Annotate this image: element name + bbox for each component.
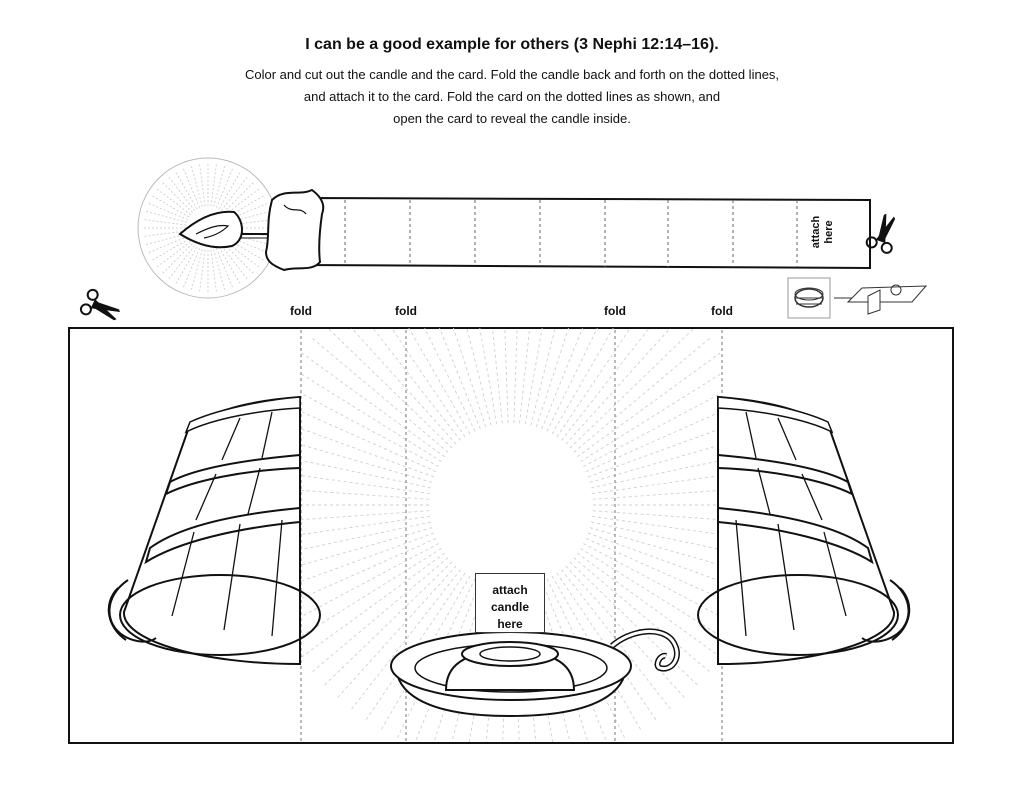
scissors-icon	[79, 288, 121, 321]
instruction-line: Color and cut out the candle and the car…	[244, 67, 780, 82]
flame-icon	[178, 210, 243, 249]
light-ray	[221, 245, 248, 280]
fold-label: fold	[290, 304, 312, 318]
light-ray	[351, 328, 457, 445]
light-ray	[199, 164, 206, 207]
card-outline	[68, 327, 954, 744]
light-ray	[168, 176, 195, 211]
light-ray	[479, 328, 498, 425]
light-ray	[210, 249, 217, 292]
light-ray	[144, 219, 187, 226]
light-ray	[561, 328, 650, 441]
light-ray	[519, 328, 531, 424]
light-ray	[577, 352, 720, 458]
light-ray	[152, 195, 190, 218]
light-ray	[168, 245, 195, 280]
light-ray	[524, 328, 543, 425]
light-ray	[530, 328, 556, 426]
light-ray	[216, 248, 233, 288]
light-ray	[223, 182, 254, 213]
light-ray	[156, 241, 191, 268]
light-ray	[223, 243, 254, 274]
light-ray	[152, 238, 190, 261]
light-ray	[513, 328, 518, 424]
flame-glow	[137, 157, 279, 299]
candle-holder	[390, 628, 680, 718]
light-ray	[162, 182, 193, 213]
light-ray	[183, 248, 200, 288]
light-ray	[569, 328, 695, 449]
light-ray	[183, 168, 200, 208]
light-ray	[210, 164, 217, 207]
attach-candle-box: attach candle here	[475, 573, 545, 633]
light-ray	[229, 233, 270, 245]
candle-strip	[178, 188, 871, 272]
attach-line: candle	[490, 600, 529, 614]
light-ray	[466, 328, 492, 426]
instruction-line: and attach it to the card. Fold the card…	[303, 89, 721, 104]
attach-line: here	[823, 220, 835, 244]
basket-right	[697, 395, 911, 666]
light-ray	[546, 328, 598, 432]
light-ray	[565, 328, 671, 445]
light-ray	[491, 328, 503, 424]
scissors-icon	[865, 213, 896, 254]
light-ray	[327, 328, 453, 449]
light-ray	[218, 246, 241, 284]
attach-line: attach	[492, 583, 528, 597]
light-ray	[213, 249, 225, 290]
light-ray	[453, 328, 487, 428]
folded-card-diagram-icon	[787, 277, 928, 319]
light-ray	[148, 236, 188, 253]
light-ray	[156, 188, 191, 215]
light-ray	[218, 172, 241, 210]
light-ray	[229, 219, 272, 226]
light-ray	[229, 211, 270, 223]
instruction-line: open the card to reveal the candle insid…	[393, 111, 631, 126]
light-ray	[424, 328, 476, 432]
light-ray	[175, 172, 198, 210]
light-ray	[175, 246, 198, 284]
instructions: Color and cut out the candle and the car…	[0, 64, 1024, 130]
light-ray	[580, 373, 720, 462]
light-ray	[162, 243, 193, 274]
light-ray	[226, 238, 264, 261]
light-ray	[504, 328, 509, 424]
light-ray	[228, 236, 268, 253]
light-ray	[144, 230, 187, 237]
light-ray	[146, 211, 187, 223]
light-ray	[148, 203, 188, 220]
light-ray	[541, 328, 583, 430]
light-ray	[372, 328, 461, 441]
light-ray	[199, 249, 206, 292]
attach-line: attach	[810, 215, 822, 249]
light-ray	[225, 241, 260, 268]
page-title: I can be a good example for others (3 Ne…	[305, 36, 719, 53]
fold-label: fold	[395, 304, 417, 318]
light-ray	[216, 168, 233, 208]
attach-line: here	[497, 617, 523, 631]
light-ray	[228, 203, 268, 220]
light-ray	[408, 328, 471, 435]
fold-label: fold	[711, 304, 733, 318]
light-ray	[300, 351, 445, 458]
fold-label: fold	[604, 304, 626, 318]
light-ray	[551, 328, 614, 435]
light-ray	[225, 188, 260, 215]
light-ray	[191, 249, 203, 290]
light-ray	[300, 372, 442, 462]
light-ray	[221, 176, 248, 211]
light-ray	[213, 166, 225, 207]
light-ray	[535, 328, 569, 428]
light-ray	[226, 195, 264, 218]
light-ray	[146, 233, 187, 245]
attach-here-label: attach here	[810, 210, 850, 254]
light-ray	[439, 328, 481, 430]
basket-left	[107, 395, 321, 666]
light-ray	[191, 166, 203, 207]
